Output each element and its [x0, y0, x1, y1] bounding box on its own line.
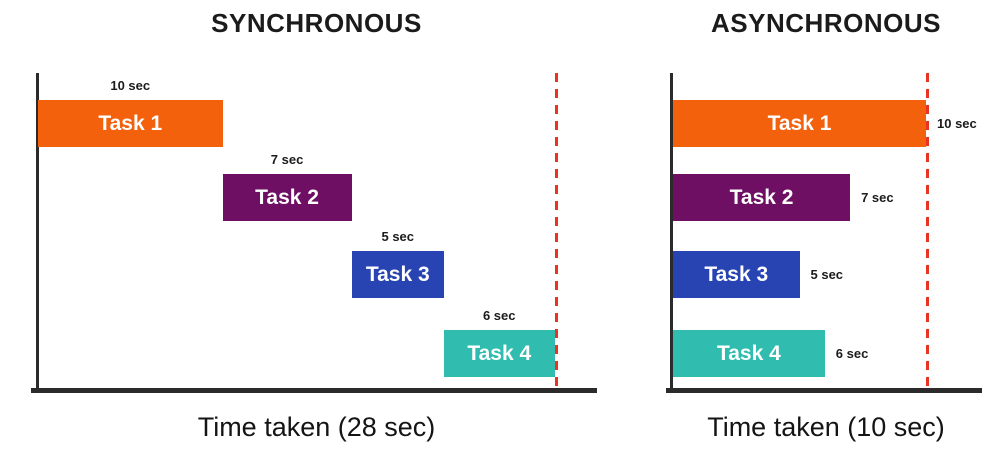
duration-label: 7 sec — [270, 152, 304, 167]
task-bar: Task 1 — [673, 100, 926, 147]
task-bar: Task 3 — [673, 251, 800, 298]
duration-label: 6 sec — [835, 346, 869, 361]
task-bar: Task 2 — [222, 174, 352, 221]
task-bar: Task 1 — [38, 100, 223, 147]
finish-line — [926, 73, 929, 388]
synchronous-chart-title: SYNCHRONOUS — [211, 8, 422, 38]
finish-line — [554, 73, 558, 388]
duration-label: 7 sec — [861, 190, 894, 205]
asynchronous-time-taken-label: Time taken (10 sec) — [707, 412, 945, 442]
duration-label: 5 sec — [810, 267, 844, 282]
asynchronous-chart-title: ASYNCHRONOUS — [711, 8, 941, 38]
x-axis — [666, 388, 982, 393]
task-bar: Task 2 — [673, 174, 851, 221]
duration-label: 6 sec — [482, 308, 516, 323]
task-bar: Task 3 — [351, 251, 444, 298]
task-bar: Task 4 — [443, 330, 555, 377]
x-axis — [31, 388, 597, 393]
duration-label: 10 sec — [937, 116, 977, 131]
y-axis — [36, 73, 39, 393]
duration-label: 5 sec — [381, 229, 415, 244]
task-bar: Task 4 — [673, 330, 825, 377]
duration-label: 10 sec — [110, 78, 151, 93]
y-axis — [670, 73, 673, 393]
synchronous-time-taken-label: Time taken (28 sec) — [197, 412, 436, 442]
